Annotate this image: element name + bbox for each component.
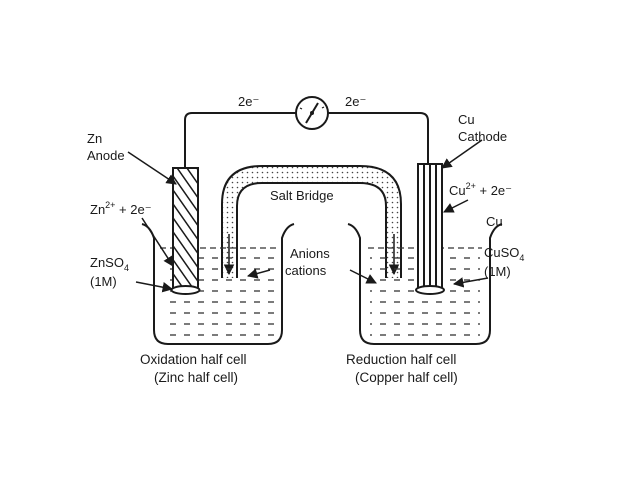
- cuso4-sub: 4: [519, 253, 524, 263]
- wire-left: [184, 112, 296, 168]
- reduction-caption: Reduction half cell: [346, 352, 456, 367]
- cuso4-label: CuSO4: [484, 245, 524, 263]
- znso4-label: ZnSO4: [90, 255, 129, 273]
- galvanometer-icon: [295, 96, 329, 130]
- znso4-base: ZnSO: [90, 255, 124, 270]
- cu-label: Cu: [458, 112, 475, 127]
- zn-ion-base: Zn: [90, 202, 105, 217]
- zn-label: Zn: [87, 131, 102, 146]
- cu-ion-charge: 2+: [466, 181, 476, 191]
- electron-label-right: 2e⁻: [345, 94, 366, 109]
- cu-ion-base: Cu: [449, 183, 466, 198]
- salt-bridge-label-bg: [266, 187, 358, 205]
- cathode-label: Cathode: [458, 129, 507, 144]
- cuso4-base: CuSO: [484, 245, 519, 260]
- anions-label: Anions: [290, 246, 330, 261]
- cu-ion-reaction: Cu2+ + 2e⁻: [449, 181, 512, 198]
- cuso4-conc: (1M): [484, 264, 511, 279]
- pointer-arrows: [127, 139, 489, 293]
- cu-product-label: Cu: [486, 214, 503, 229]
- cu-ion-rest: + 2e⁻: [476, 183, 512, 198]
- znso4-conc: (1M): [90, 274, 117, 289]
- copper-half-cell-caption: (Copper half cell): [355, 370, 458, 385]
- znso4-sub: 4: [124, 263, 129, 273]
- zn-ion-reaction: Zn2+ + 2e⁻: [90, 200, 152, 217]
- zinc-half-cell-caption: (Zinc half cell): [154, 370, 238, 385]
- zn-ion-rest: + 2e⁻: [115, 202, 151, 217]
- copper-electrode: [415, 163, 445, 295]
- oxidation-caption: Oxidation half cell: [140, 352, 247, 367]
- zinc-beaker: [141, 223, 295, 345]
- cations-label: cations: [285, 263, 327, 278]
- zinc-electrode: [170, 167, 201, 295]
- wire-right: [328, 112, 429, 164]
- salt-bridge-label: Salt Bridge: [270, 188, 334, 203]
- external-circuit: [184, 112, 429, 168]
- electron-label-left: 2e⁻: [238, 94, 259, 109]
- zn-ion-charge: 2+: [105, 200, 115, 210]
- anode-label: Anode: [87, 148, 125, 163]
